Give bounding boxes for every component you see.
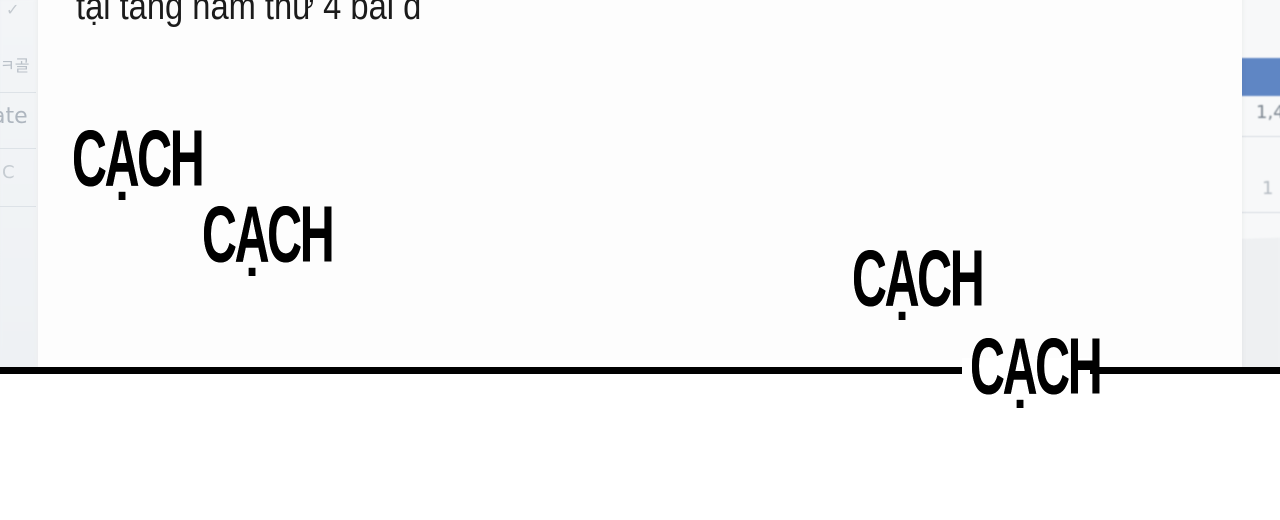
background-table-value: 1 (1262, 178, 1274, 199)
message-panel (38, 0, 1242, 368)
background-window-left (0, 0, 36, 368)
sound-effect-cach: CẠCH (72, 114, 205, 204)
background-checkmark-text: ✓ (6, 0, 20, 19)
background-label-text: ate (0, 104, 28, 129)
sound-effect-cach: CẠCH (202, 190, 335, 280)
sound-effect-cach: CẠCH (970, 322, 1103, 412)
sound-effect-backing (962, 358, 1090, 386)
background-letter-text: C (2, 162, 15, 183)
background-row-divider (1222, 136, 1280, 137)
panel-gutter (0, 374, 1280, 520)
background-row-divider (0, 92, 36, 93)
panel-border-line (0, 367, 1280, 374)
sound-effect-cach: CẠCH (852, 234, 985, 324)
background-row-divider (1222, 212, 1280, 213)
background-row-divider (0, 148, 36, 149)
background-korean-text: ㅋ골 (0, 56, 30, 75)
background-row-divider (0, 206, 36, 207)
message-caption: tại tầng năm thứ 4 bài đ (76, 0, 422, 28)
background-table-value: 1,4 (1256, 102, 1280, 123)
comic-panel: ✓ ㅋ골 ate C e 1,4 1 tại tầng năm thứ 4 bà… (0, 0, 1280, 368)
